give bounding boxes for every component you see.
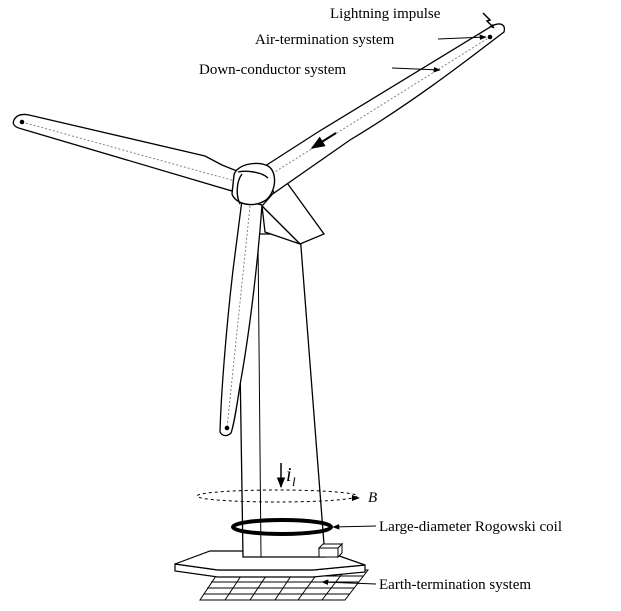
leader-down-conductor: [391, 66, 441, 73]
label-air-termination: Air-termination system: [255, 32, 395, 48]
nacelle: [261, 178, 326, 245]
blade-lower: [219, 199, 263, 437]
hub: [231, 162, 276, 206]
current-subscript: l: [292, 474, 296, 489]
leader-air-termination: [437, 34, 487, 41]
down-current-arrow: [310, 132, 337, 149]
magnetic-field-line: [196, 489, 358, 503]
junction-box: [317, 542, 344, 559]
blade-upper: [261, 23, 506, 194]
current-symbol: i: [286, 464, 292, 486]
blade-left: [12, 113, 238, 192]
label-rogowski-coil: Large-diameter Rogowski coil: [379, 519, 562, 535]
magnetic-field-arrow: [352, 495, 360, 501]
rogowski-coil: [231, 518, 333, 536]
label-lightning-impulse: Lightning impulse: [330, 6, 441, 22]
leader-earth-termination: [321, 579, 377, 586]
leader-rogowski: [332, 524, 377, 530]
lightning-icon: [482, 12, 495, 29]
label-earth-termination: Earth-termination system: [379, 577, 531, 593]
label-down-conductor: Down-conductor system: [199, 62, 346, 78]
field-symbol: B: [368, 490, 377, 506]
